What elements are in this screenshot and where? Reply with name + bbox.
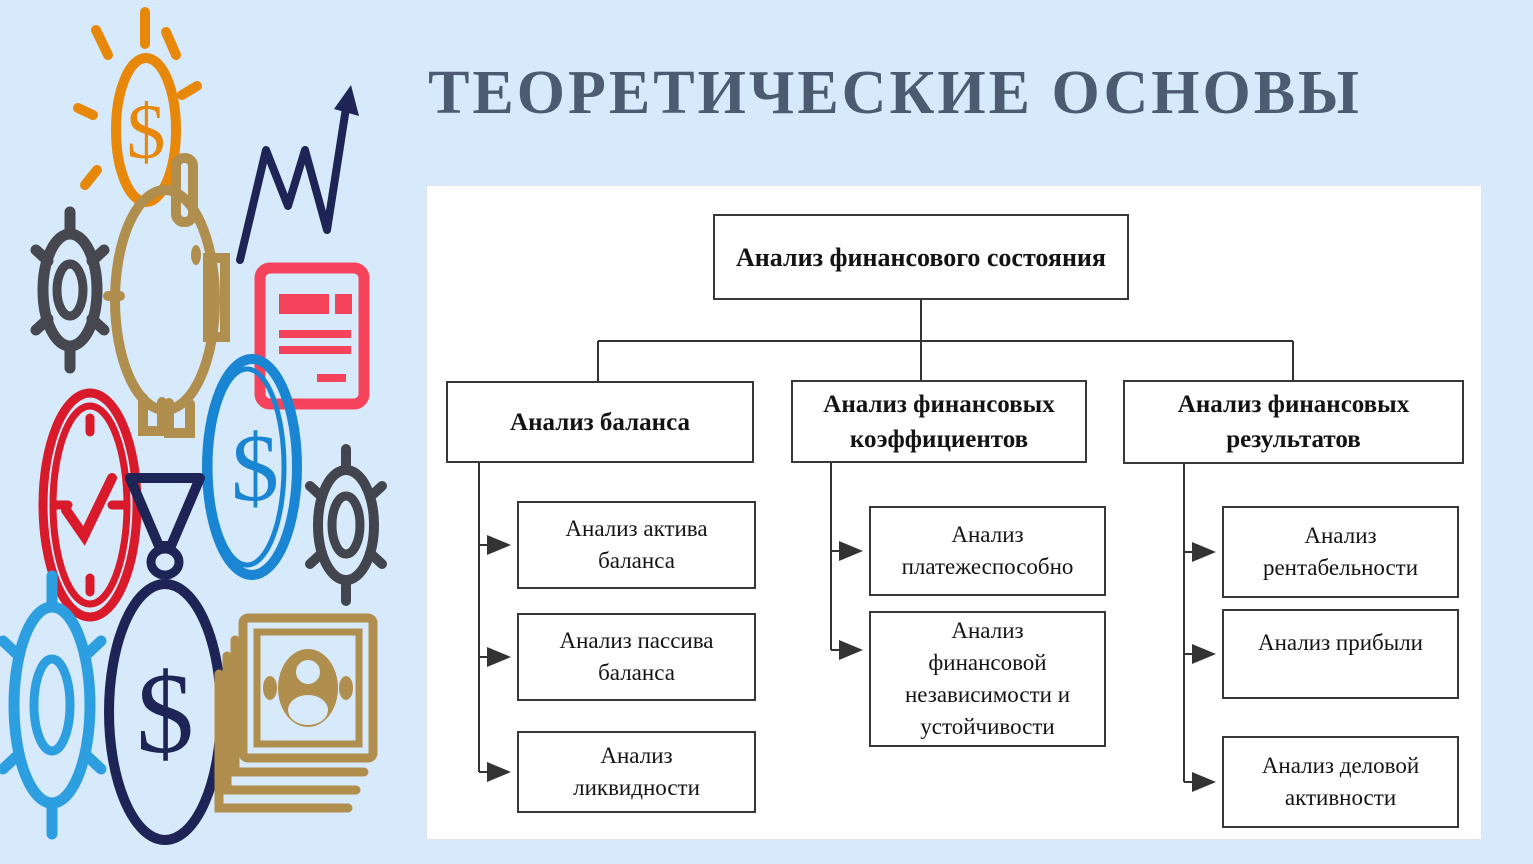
- node-financial-condition-analysis: Анализ финансового состояния: [713, 214, 1129, 300]
- node-balance-analysis: Анализ баланса: [446, 381, 754, 463]
- connector-lines: [478, 300, 1294, 792]
- node-asset-analysis: Анализ актива баланса: [517, 501, 756, 589]
- piggy-bank-icon: [103, 153, 230, 438]
- node-profitability-analysis: Анализ рентабельности: [1222, 506, 1459, 598]
- growth-arrow-icon: [236, 85, 359, 264]
- money-bag-dollar-glyph: $: [136, 650, 194, 778]
- node-financial-results-analysis: Анализ финансовых результатов: [1123, 380, 1464, 464]
- page-title: ТЕОРЕТИЧЕСКИЕ ОСНОВЫ: [428, 59, 1362, 127]
- coin-dollar-glyph: $: [231, 414, 279, 521]
- finance-art: $ $: [0, 7, 387, 845]
- coin-dollar-icon: $: [202, 354, 302, 580]
- document-icon: [254, 262, 370, 410]
- gear-small-dark-icon: [305, 444, 387, 606]
- node-business-activity-analysis: Анализ деловой активности: [1222, 736, 1459, 828]
- node-liquidity-analysis: Анализ ликвидности: [517, 731, 756, 813]
- sun-dollar-glyph: $: [127, 88, 166, 175]
- node-financial-independence-analysis: Анализ финансовой независимости и устойч…: [869, 611, 1106, 747]
- node-solvency-analysis: Анализ платежеспособно: [869, 506, 1106, 596]
- node-profit-analysis: Анализ прибыли: [1222, 609, 1459, 699]
- node-liability-analysis: Анализ пассива баланса: [517, 613, 756, 701]
- diagram-panel: Анализ финансового состояния Анализ бала…: [426, 185, 1482, 840]
- node-financial-ratios-analysis: Анализ финансовых коэффициентов: [791, 380, 1087, 463]
- banknotes-icon: [214, 613, 378, 813]
- gear-blue-icon: [0, 570, 107, 840]
- gear-dark-icon: [30, 206, 110, 374]
